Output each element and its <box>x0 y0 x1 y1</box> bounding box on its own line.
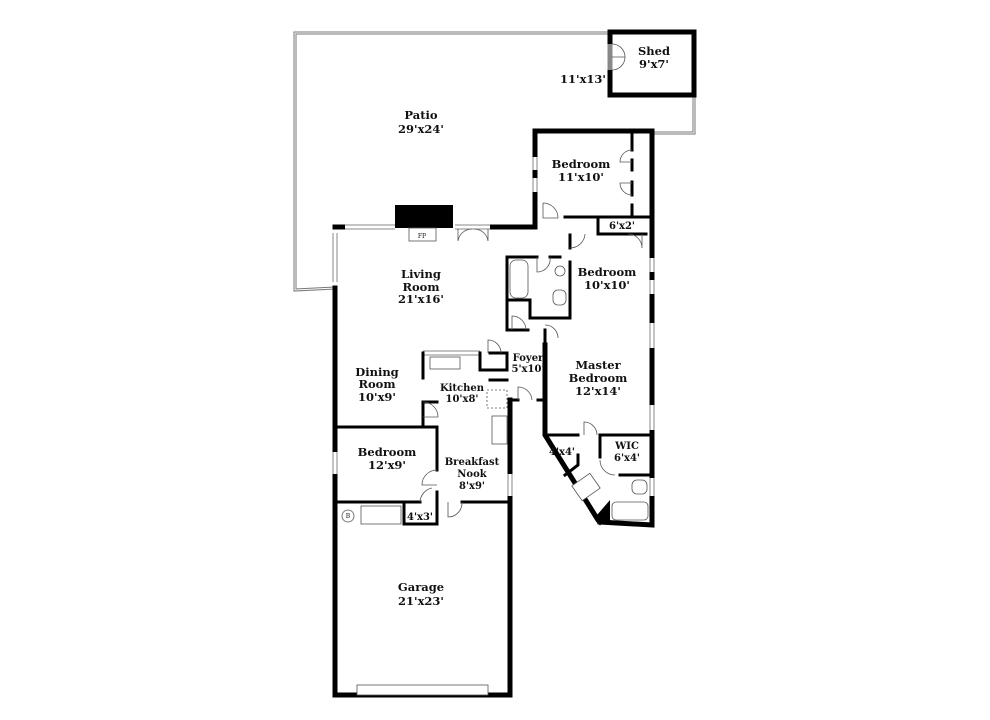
living-room-size: 21'x16' <box>398 292 444 306</box>
water-heater-shelf <box>360 505 402 525</box>
dining-room-name-1: Dining <box>355 365 398 379</box>
closet-4x4-size: 4'x4' <box>549 447 575 458</box>
windows <box>332 157 655 496</box>
closet-6x2-size: 6'x2' <box>609 221 635 232</box>
living-room-name-1: Living <box>401 267 441 281</box>
wic-size: 6'x4' <box>614 453 640 464</box>
sink <box>554 265 566 277</box>
foyer-name: Foyer <box>513 353 544 364</box>
shed-door <box>611 43 626 71</box>
closet-4x3-size: 4'x3' <box>407 512 433 523</box>
patio-door <box>455 224 490 242</box>
living-room-name-2: Room <box>402 280 439 294</box>
room-labels: Shed 9'x7' 11'x13' Patio 29'x24' Bedroom… <box>355 44 670 608</box>
yard-size: 11'x13' <box>560 72 606 86</box>
interior-walls <box>333 129 654 526</box>
breakfast-nook-size: 8'x9' <box>459 481 485 492</box>
master-toilet <box>631 479 648 495</box>
patio-outline <box>293 31 696 292</box>
breakfast-nook-name-2: Nook <box>457 469 487 480</box>
fireplace: FP <box>395 205 453 242</box>
bathtub <box>509 259 529 299</box>
foyer-size: 5'x10' <box>512 364 545 375</box>
garage-size: 21'x23' <box>398 594 444 608</box>
garage-door <box>356 684 489 696</box>
wic-name: WIC <box>614 441 639 452</box>
dining-room-size: 10'x9' <box>358 390 396 404</box>
toilet <box>552 289 567 306</box>
bedroom-upper-name: Bedroom <box>552 157 611 171</box>
kitchen-sink <box>429 356 461 370</box>
shed <box>607 29 697 98</box>
master-sink <box>571 472 601 502</box>
master-bedroom-size: 12'x14' <box>575 384 621 398</box>
bedroom-right-name: Bedroom <box>578 265 637 279</box>
shed-name: Shed <box>638 44 670 58</box>
kitchen-size: 10'x8' <box>446 394 479 405</box>
patio-name: Patio <box>404 108 437 122</box>
refrigerator <box>486 389 508 409</box>
garage-name: Garage <box>398 580 444 594</box>
breakfast-nook-name-1: Breakfast <box>445 457 500 468</box>
shed-size: 9'x7' <box>639 57 669 71</box>
bedroom-right-size: 10'x10' <box>584 278 630 292</box>
bedroom-upper-size: 11'x10' <box>558 170 604 184</box>
doors <box>419 149 643 518</box>
kitchen-name: Kitchen <box>440 383 485 394</box>
fixtures: B <box>341 259 649 696</box>
patio-size: 29'x24' <box>398 122 444 136</box>
front-door <box>517 386 533 401</box>
stove <box>491 415 508 445</box>
master-bedroom-name-1: Master <box>575 358 621 372</box>
bedroom-left-size: 12'x9' <box>368 458 406 472</box>
dining-room-name-2: Room <box>358 377 395 391</box>
bedroom-left-name: Bedroom <box>358 445 417 459</box>
fireplace-label: FP <box>418 233 426 240</box>
boiler <box>341 509 355 523</box>
boiler-label: B <box>346 513 351 520</box>
master-bedroom-name-2: Bedroom <box>569 371 628 385</box>
master-tub <box>611 501 649 521</box>
